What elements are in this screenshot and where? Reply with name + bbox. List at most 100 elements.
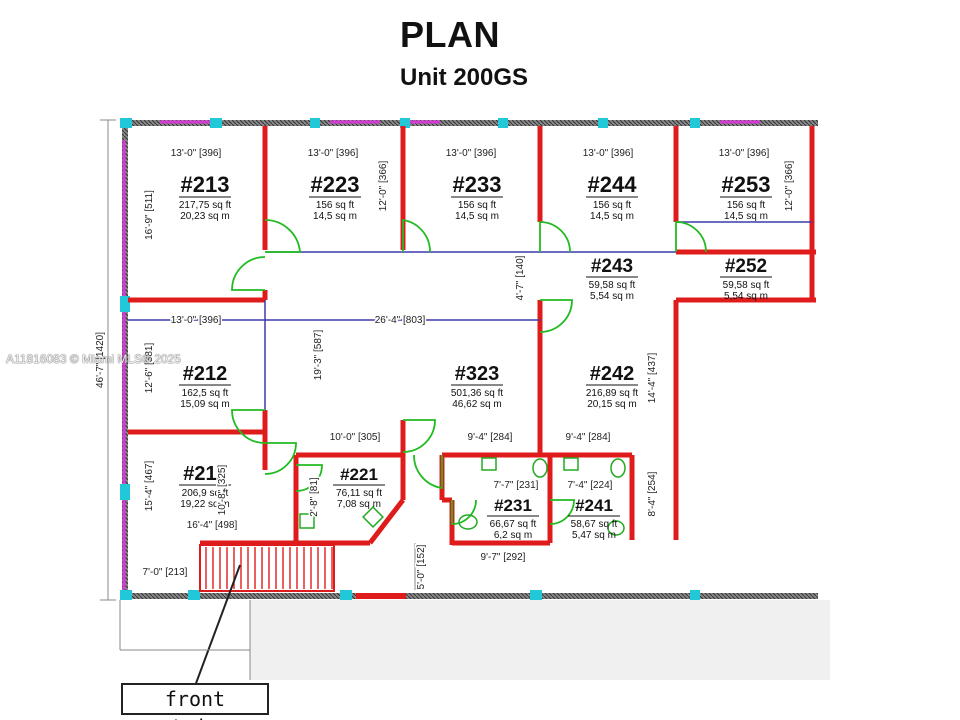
dimension-label: 4'-7" [140] [515, 255, 526, 300]
column [530, 590, 542, 600]
door-swing [231, 256, 266, 291]
dimension-label: 13'-0" [396] [171, 315, 222, 326]
column [188, 590, 200, 600]
dimension-label: 13'-0" [396] [719, 148, 770, 159]
column [210, 118, 222, 128]
room-area-sqm: 5,54 sq m [590, 291, 634, 302]
room-area-sqft: 156 sq ft [727, 200, 766, 211]
room-number: #231 [494, 496, 532, 515]
door-swing [264, 442, 297, 475]
door-swing [231, 409, 266, 444]
door-swing [264, 219, 301, 253]
unit-subtitle: Unit 200GS [400, 64, 529, 91]
room-area-sqm: 15,09 sq m [180, 399, 229, 410]
dimension-label: 26'-4" [803] [375, 315, 426, 326]
door-swing [675, 221, 707, 253]
room-area-sqm: 14,5 sq m [313, 211, 357, 222]
room-area-sqm: 20,23 sq m [180, 211, 229, 222]
room-area-sqft: 206,9 sq ft [182, 488, 229, 499]
room-area-sqm: 7,08 sq m [337, 499, 381, 510]
column [690, 118, 700, 128]
room-number: #323 [455, 363, 500, 385]
room-area-sqft: 156 sq ft [316, 200, 355, 211]
dimension-label: 13'-0" [396] [583, 148, 634, 159]
dimension-label: 15'-4" [467] [144, 461, 155, 512]
dimension-label: 10'-0" [305] [330, 432, 381, 443]
room-area-sqft: 58,67 sq ft [571, 519, 618, 530]
windows [122, 120, 760, 590]
room-area-sqft: 156 sq ft [593, 200, 632, 211]
room-label-r221: #221 76,11 sq ft7,08 sq m [333, 465, 385, 510]
room-area-sqm: 14,5 sq m [590, 211, 634, 222]
column [120, 590, 132, 600]
room-area-sqm: 6,2 sq m [494, 530, 532, 541]
column [120, 484, 130, 500]
dimension-label: 12'-0" [366] [378, 161, 389, 212]
room-number: #212 [183, 363, 228, 385]
dimension-label: 7'-4" [224] [568, 480, 613, 491]
room-number: #233 [453, 172, 502, 197]
dimension-label: 9'-4" [284] [566, 432, 611, 443]
dimension-label: 19'-3" [587] [313, 330, 324, 381]
dimension-label: 2'-8" [81] [309, 477, 320, 517]
dimension-label: 8'-4" [254] [647, 471, 658, 516]
front-stairs-label: front stairs [121, 683, 269, 720]
column [598, 118, 608, 128]
column [120, 118, 132, 128]
stairs-leader-line [194, 564, 241, 687]
room-number: #244 [588, 172, 638, 197]
exterior-area [250, 600, 830, 680]
sink [481, 457, 497, 471]
door-swing [402, 218, 431, 253]
room-area-sqm: 20,15 sq m [587, 399, 636, 410]
north-exterior-wall [122, 120, 818, 126]
room-number: #221 [340, 465, 378, 484]
room-area-sqm: 46,62 sq m [452, 399, 501, 410]
dimension-label: 46'-7" [1420] [95, 332, 106, 388]
room-area-sqft: 76,11 sq ft [336, 488, 382, 499]
toilet [362, 506, 384, 528]
dimension-label: 14'-4" [437] [647, 353, 658, 404]
toilet [607, 520, 625, 536]
sink [563, 457, 579, 471]
dimension-label: 7'-0" [213] [143, 567, 188, 578]
column [340, 590, 352, 600]
column [400, 118, 410, 128]
dimension-label: 9'-7" [292] [481, 552, 526, 563]
front-stairs-drawing [194, 544, 335, 687]
column [498, 118, 508, 128]
room-area-sqft: 216,89 sq ft [586, 388, 638, 399]
wall [368, 498, 405, 545]
toilet [610, 458, 626, 478]
door-swing [451, 499, 477, 525]
room-number: #253 [722, 172, 771, 197]
dimension-labels: 13'-0" [396] 13'-0" [396] 13'-0" [396] 13'-… [94, 147, 797, 591]
dimension-label: 13'-0" [396] [171, 148, 222, 159]
restroom-fixtures [299, 457, 626, 536]
room-number: #252 [725, 256, 767, 277]
room-area-sqft: 59,58 sq ft [589, 280, 636, 291]
south-exterior-wall [122, 593, 818, 599]
columns [120, 118, 700, 600]
plan-title: PLAN [400, 14, 500, 55]
room-number: #211 [183, 463, 226, 485]
toilet [458, 514, 478, 530]
room-number: #223 [311, 172, 360, 197]
entry-door-threshold [356, 593, 406, 599]
room-number: #241 [575, 496, 613, 515]
door-swing [295, 464, 323, 492]
room-area-sqft: 162,5 sq ft [182, 388, 229, 399]
dimension-label: 5'-0" [152] [416, 544, 427, 589]
